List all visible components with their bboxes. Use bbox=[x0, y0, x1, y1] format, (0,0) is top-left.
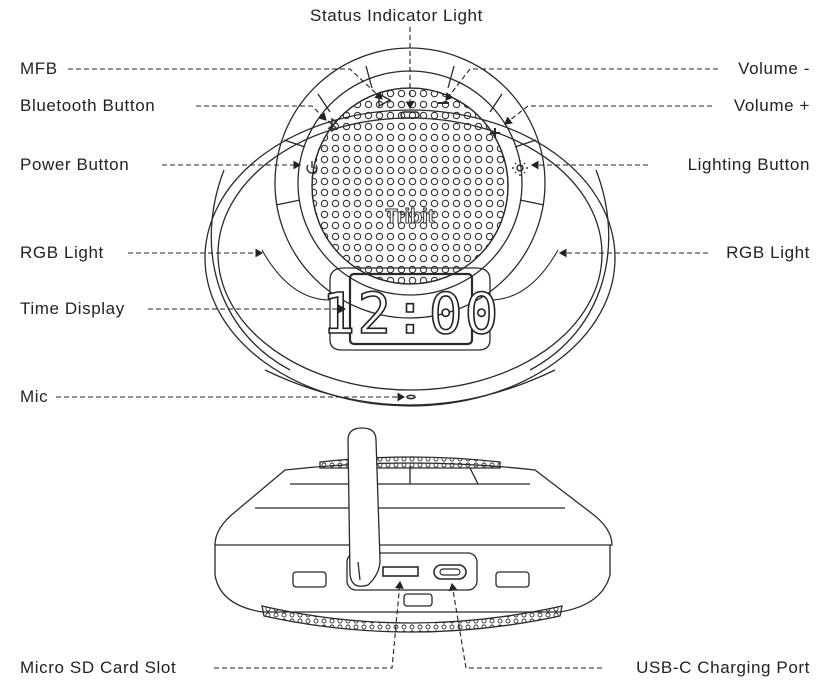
mic-hole bbox=[406, 394, 416, 400]
label-usb-c-charging-port: USB-C Charging Port bbox=[636, 658, 810, 677]
bottom-body-lower bbox=[214, 545, 611, 613]
play-icon bbox=[378, 92, 392, 108]
label-volume-plus: Volume + bbox=[733, 96, 810, 115]
label-bluetooth-button: Bluetooth Button bbox=[20, 96, 156, 115]
label-lighting-button: Lighting Button bbox=[687, 155, 810, 174]
label-time-display: Time Display bbox=[20, 299, 125, 318]
label-volume-minus: Volume - bbox=[738, 59, 810, 78]
power-icon bbox=[306, 161, 318, 174]
rubber-foot-left bbox=[292, 571, 327, 588]
label-mic: Mic bbox=[20, 387, 49, 406]
port-panel bbox=[346, 552, 478, 591]
leader-volume-minus bbox=[445, 68, 718, 101]
label-rgb-light-right: RGB Light bbox=[726, 243, 810, 262]
leader-lines bbox=[56, 27, 718, 669]
status-led bbox=[400, 111, 420, 119]
label-power-button: Power Button bbox=[20, 155, 130, 174]
label-micro-sd-card-slot: Micro SD Card Slot bbox=[20, 658, 177, 677]
label-rgb-light-left: RGB Light bbox=[20, 243, 104, 262]
button-segment-dividers bbox=[275, 65, 545, 206]
micro-sd-slot bbox=[382, 566, 419, 577]
display-housing bbox=[329, 267, 491, 351]
shell-bottom-lip bbox=[264, 369, 556, 406]
display-screen bbox=[348, 272, 474, 346]
brand-logo: Tribit bbox=[386, 206, 435, 228]
shell-left-arc bbox=[210, 169, 291, 371]
sun-icon bbox=[512, 160, 528, 176]
label-mfb: MFB bbox=[20, 59, 58, 78]
leader-micro-sd bbox=[214, 580, 404, 669]
base-grille bbox=[261, 605, 563, 633]
button-glyphs bbox=[306, 92, 528, 176]
top-view bbox=[204, 47, 616, 407]
bluetooth-icon bbox=[327, 117, 338, 133]
bottom-body-upper bbox=[214, 462, 613, 546]
clock-digits: 12:00 bbox=[322, 282, 501, 347]
usb-c-port bbox=[433, 564, 467, 580]
leader-mfb bbox=[68, 68, 383, 100]
leader-usb-c bbox=[448, 582, 602, 669]
leader-volume-plus bbox=[504, 105, 712, 125]
rubber-foot-right bbox=[495, 571, 530, 588]
bottom-view bbox=[214, 427, 613, 633]
shell-right-arc bbox=[529, 169, 610, 371]
carry-handle bbox=[347, 427, 381, 587]
plus-icon bbox=[490, 128, 500, 138]
leader-bluetooth bbox=[196, 105, 327, 121]
label-status-indicator-light: Status Indicator Light bbox=[310, 6, 483, 25]
